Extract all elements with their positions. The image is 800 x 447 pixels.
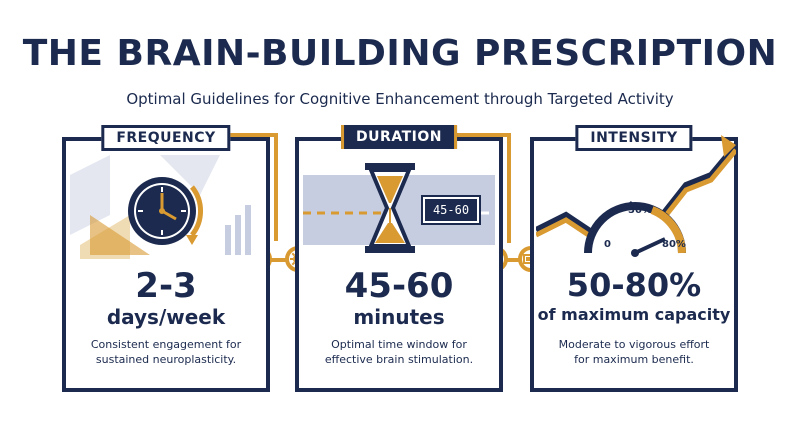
timer-readout: 45-60 xyxy=(432,203,470,217)
intensity-description-line-2: for maximum benefit. xyxy=(574,352,694,366)
intensity-card: 0 50% 80% INTENSITY 50-80% of maximum ca… xyxy=(530,125,738,392)
frequency-value: 2-3 xyxy=(135,266,197,306)
gold-accent-line-top xyxy=(218,133,278,137)
frequency-label: FREQUENCY xyxy=(101,125,231,151)
gold-accent-line xyxy=(507,133,511,243)
duration-unit: minutes xyxy=(353,305,445,329)
gold-accent-line xyxy=(274,133,278,241)
duration-description-line-2: effective brain stimulation. xyxy=(324,352,474,366)
gauge-icon xyxy=(584,202,686,257)
page-title: THE BRAIN-BUILDING PRESCRIPTION xyxy=(22,33,778,74)
intensity-label: INTENSITY xyxy=(575,125,693,151)
page-subtitle: Optimal Guidelines for Cognitive Enhance… xyxy=(126,90,674,108)
gauge-label-mid: 50% xyxy=(628,205,652,216)
frequency-description-line-2: sustained neuroplasticity. xyxy=(95,352,237,366)
hourglass-icon xyxy=(365,163,415,253)
intensity-unit: of maximum capacity xyxy=(537,305,731,324)
clock-icon xyxy=(128,177,203,245)
intensity-description-line-1: Moderate to vigorous effort xyxy=(558,338,710,351)
connector-line-left xyxy=(262,258,292,262)
duration-value: 45-60 xyxy=(344,266,454,306)
frequency-unit: days/week xyxy=(106,305,226,329)
intensity-description: Moderate to vigorous effort for maximum … xyxy=(536,338,732,368)
frequency-description-line-1: Consistent engagement for xyxy=(90,338,242,351)
gauge-label-max: 80% xyxy=(662,239,686,250)
intensity-value: 50-80% xyxy=(566,266,702,304)
frequency-description: Consistent engagement for sustained neur… xyxy=(68,338,264,368)
gold-accent-line-top xyxy=(451,133,511,137)
duration-label: DURATION xyxy=(341,125,457,149)
frequency-card: FREQUENCY 2-3 days/week Consistent engag… xyxy=(62,125,278,392)
connector-line-right xyxy=(497,258,527,262)
intensity-illustration: 0 50% 80% xyxy=(536,135,736,259)
duration-description: Optimal time window for effective brain … xyxy=(301,338,497,368)
frequency-illustration xyxy=(70,155,262,259)
duration-card: 45-60 DURATION 45-60 minutes Optimal tim… xyxy=(295,125,511,392)
duration-illustration: 45-60 xyxy=(303,155,495,259)
gauge-label-min: 0 xyxy=(604,239,611,250)
timer-display: 45-60 xyxy=(421,195,481,225)
duration-description-line-1: Optimal time window for xyxy=(331,338,467,351)
